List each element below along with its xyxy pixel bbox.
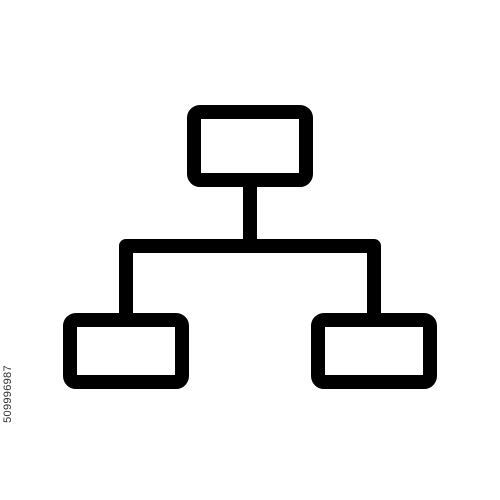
left-node-box [63, 313, 189, 389]
top-node-box [187, 105, 313, 187]
branch-connector [119, 239, 381, 327]
stock-image-id: 509996987 [2, 365, 14, 423]
right-node-box [311, 313, 437, 389]
